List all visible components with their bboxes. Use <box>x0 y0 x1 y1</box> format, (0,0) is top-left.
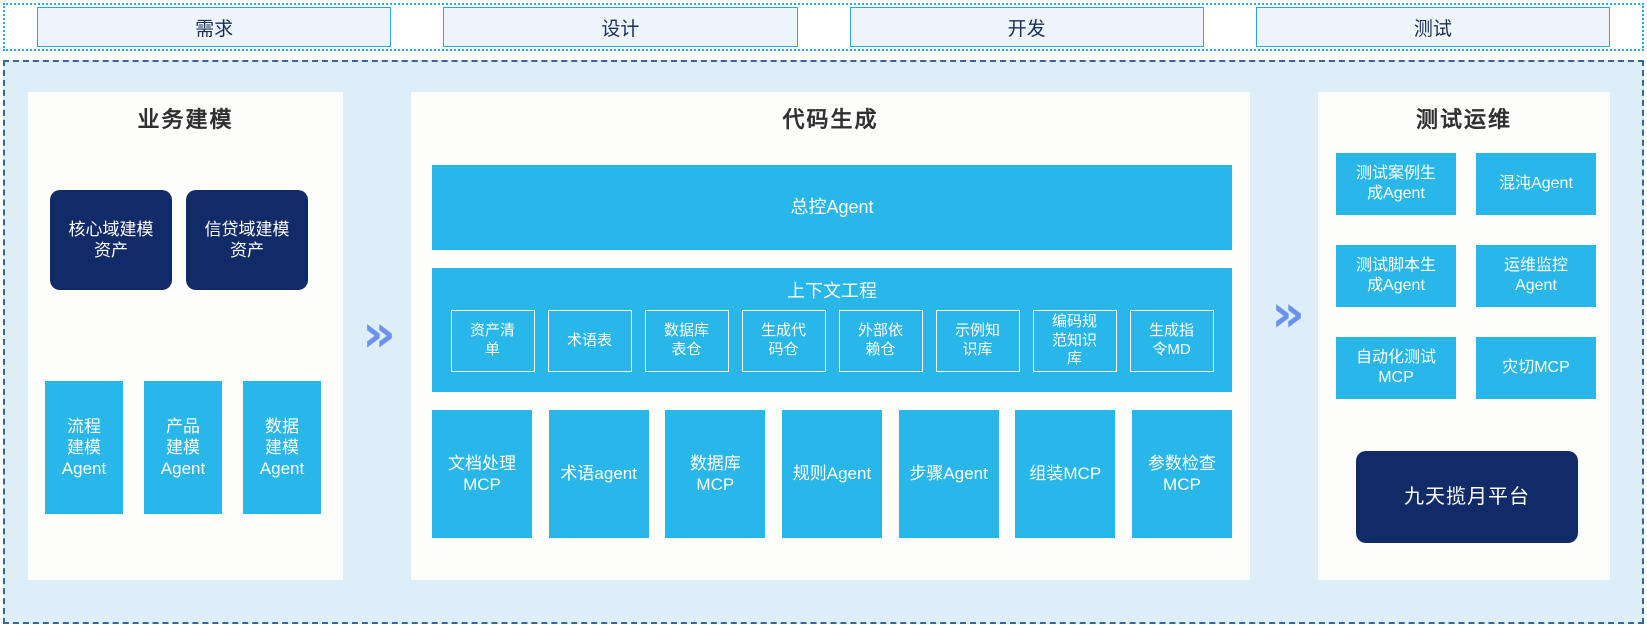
ops-box-disaster-switch-mcp: 灾切MCP <box>1476 337 1596 399</box>
tool-box-param-check-mcp: 参数检查 MCP <box>1131 410 1232 538</box>
section-title-test-ops: 测试运维 <box>1415 107 1512 132</box>
agent-box-product-modeling: 产品 建模 Agent <box>144 381 222 514</box>
context-item-row: 资产清 单 术语表 数据库 表仓 生成代 码仓 外部依 赖仓 示例知 识库 编码… <box>432 310 1232 372</box>
double-chevron-icon: » <box>362 304 396 364</box>
section-code-generation: 代码生成 总控Agent 上下文工程 资产清 单 术语表 数据库 表仓 生成代 … <box>411 92 1250 580</box>
test-ops-grid: 测试案例生 成Agent 混沌Agent 测试脚本生 成Agent 运维监控 A… <box>1336 153 1596 399</box>
section-title-business-modeling: 业务建模 <box>137 107 234 132</box>
context-engineering-title: 上下文工程 <box>787 281 877 301</box>
tool-box-step-agent: 步骤Agent <box>898 410 999 538</box>
section-test-ops: 测试运维 测试案例生 成Agent 混沌Agent 测试脚本生 成Agent 运… <box>1318 92 1610 580</box>
main-container: 业务建模 核心域建模 资产 信贷域建模 资产 流程 建模 Agent 产品 建模… <box>3 60 1644 624</box>
agent-box-data-modeling: 数据 建模 Agent <box>243 381 321 514</box>
ctx-box-generation-instruction-md: 生成指 令MD <box>1129 310 1214 372</box>
tool-box-assembly-mcp: 组装MCP <box>1015 410 1116 538</box>
ctx-box-generated-code-repo: 生成代 码仓 <box>741 310 826 372</box>
ops-box-test-case-gen-agent: 测试案例生 成Agent <box>1336 153 1456 215</box>
ctx-box-coding-standards-kb: 编码规 范知识 库 <box>1032 310 1117 372</box>
context-engineering-band: 上下文工程 资产清 单 术语表 数据库 表仓 生成代 码仓 外部依 赖仓 示例知… <box>432 268 1232 392</box>
ops-box-ops-monitor-agent: 运维监控 Agent <box>1476 245 1596 307</box>
ops-box-auto-test-mcp: 自动化测试 MCP <box>1336 337 1456 399</box>
asset-box-credit-domain: 信贷域建模 资产 <box>186 190 308 290</box>
asset-row: 核心域建模 资产 信贷域建模 资产 <box>50 190 308 290</box>
tool-box-glossary-agent: 术语agent <box>548 410 649 538</box>
tool-box-database-mcp: 数据库 MCP <box>665 410 766 538</box>
ctx-box-external-deps-repo: 外部依 赖仓 <box>838 310 923 372</box>
section-business-modeling: 业务建模 核心域建模 资产 信贷域建模 资产 流程 建模 Agent 产品 建模… <box>28 92 343 580</box>
ctx-box-example-kb: 示例知 识库 <box>935 310 1020 372</box>
phase-strip: 需求 设计 开发 测试 <box>3 3 1644 51</box>
platform-box-jiutian-lanyue: 九天揽月平台 <box>1356 451 1578 543</box>
section-title-code-generation: 代码生成 <box>782 107 879 132</box>
ctx-box-db-table-repo: 数据库 表仓 <box>644 310 729 372</box>
asset-box-core-domain: 核心域建模 资产 <box>50 190 172 290</box>
ctx-box-glossary: 术语表 <box>547 310 632 372</box>
ops-box-test-script-gen-agent: 测试脚本生 成Agent <box>1336 245 1456 307</box>
ctx-box-asset-list: 资产清 单 <box>450 310 535 372</box>
ops-box-chaos-agent: 混沌Agent <box>1476 153 1596 215</box>
double-chevron-icon: » <box>1271 284 1305 344</box>
tool-row: 文档处理 MCP 术语agent 数据库 MCP 规则Agent 步骤Agent… <box>432 410 1232 538</box>
phase-box-design: 设计 <box>443 7 798 47</box>
master-agent-bar: 总控Agent <box>432 165 1232 250</box>
modeling-agent-row: 流程 建模 Agent 产品 建模 Agent 数据 建模 Agent <box>45 381 321 514</box>
phase-box-development: 开发 <box>849 7 1204 47</box>
agent-box-process-modeling: 流程 建模 Agent <box>45 381 123 514</box>
phase-box-requirements: 需求 <box>37 7 392 47</box>
tool-box-doc-processing-mcp: 文档处理 MCP <box>432 410 532 538</box>
phase-box-testing: 测试 <box>1255 7 1610 47</box>
tool-box-rule-agent: 规则Agent <box>781 410 882 538</box>
